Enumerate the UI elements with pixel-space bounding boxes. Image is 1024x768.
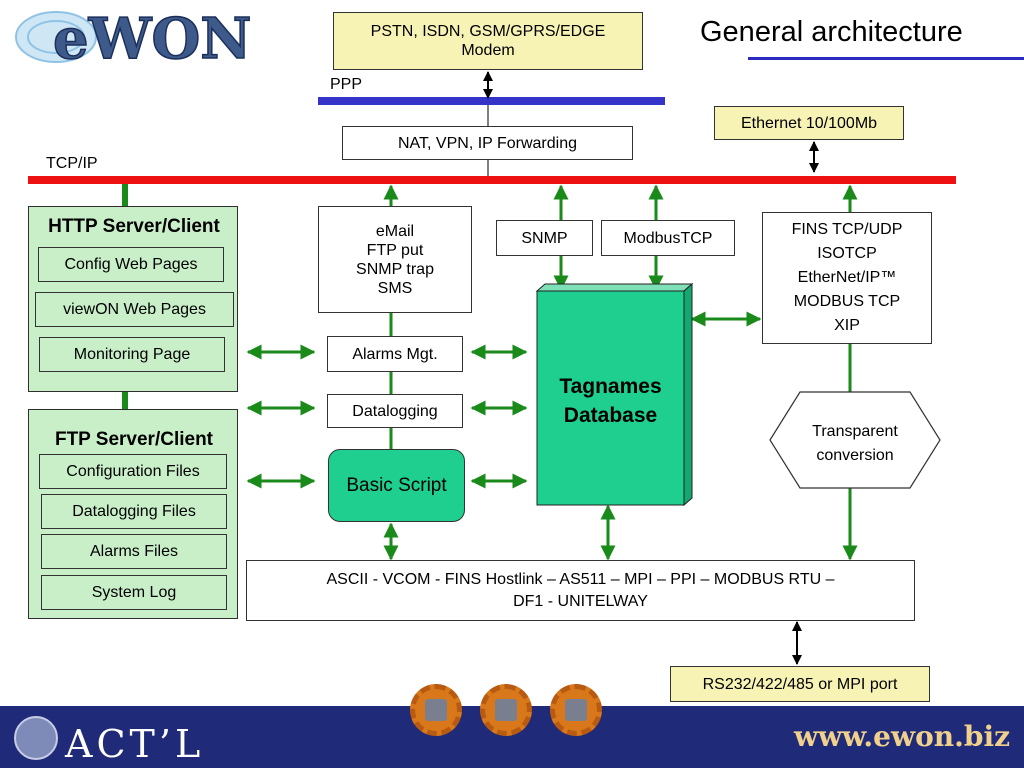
http-ftp-link [122,391,128,409]
modem-line-2: Modem [461,42,515,59]
connections-layer [28,71,956,665]
http-panel-title: HTTP Server/Client [48,216,220,237]
logo-text: eWON [53,6,252,68]
tcpip-label: TCP/IP [46,155,98,172]
datalogging-files: Datalogging Files [41,494,227,529]
gear-icon [410,684,462,736]
transparent-line-2: conversion [816,447,894,464]
http-server-panel: HTTP Server/Client Config Web Pages view… [28,206,238,392]
gear-icon [480,684,532,736]
title-underline [748,57,1024,60]
page-title: General architecture [700,16,963,48]
ftp-server-panel: FTP Server/Client Configuration Files Da… [28,409,238,619]
tagnames-line-2: Database [563,404,658,427]
transparent-conversion-label: Transparent conversion [790,420,920,468]
ewon-logo: eWON [8,5,308,73]
fins-line-2: ISOTCP [817,245,877,262]
sms-line: SMS [377,279,413,297]
email-line: eMail [375,222,415,240]
ewon-logo-graphic: eWON [15,5,252,73]
http-tcpip-link [122,184,128,206]
ftp-panel-title: FTP Server/Client [54,429,214,450]
gear-icon [550,684,602,736]
datalogging-box: Datalogging [327,394,463,428]
svg-text:eWON: eWON [53,6,252,68]
ppp-label: PPP [330,76,363,93]
ethernet-box: Ethernet 10/100Mb [714,106,904,140]
website-url[interactable]: www.ewon.biz [793,720,1010,753]
fins-line-1: FINS TCP/UDP [791,221,903,238]
basic-script-box: Basic Script [328,449,465,522]
fins-protocols-box: FINS TCP/UDP ISOTCP EtherNet/IP™ MODBUS … [762,212,932,344]
fins-line-5: XIP [834,317,860,334]
transparent-conversion-shape [769,391,941,489]
serial-protocols-box: ASCII - VCOM - FINS Hostlink – AS511 – M… [246,560,915,621]
modem-line-1: PSTN, ISDN, GSM/GPRS/EDGE [370,23,606,40]
alarms-files: Alarms Files [41,534,227,569]
actl-logo-text: ACT’L [65,722,205,766]
tcpip-bus [28,176,956,184]
system-log: System Log [41,575,227,610]
snmp-trap-line: SNMP trap [356,260,434,278]
transparent-line-1: Transparent [812,423,898,440]
ppp-bus [318,97,665,105]
modbustcp-box: ModbusTCP [601,220,735,256]
nat-vpn-box: NAT, VPN, IP Forwarding [342,126,633,160]
alarms-mgt-box: Alarms Mgt. [327,336,463,372]
monitoring-page: Monitoring Page [39,337,225,372]
modem-box: PSTN, ISDN, GSM/GPRS/EDGE Modem [333,12,643,70]
serial-line-2: DF1 - UNITELWAY [513,592,648,610]
tagnames-line-1: Tagnames [559,375,662,398]
config-web-pages: Config Web Pages [38,247,224,282]
configuration-files: Configuration Files [39,454,227,489]
tagnames-database-shape [535,282,694,507]
tagnames-database-label: Tagnames Database [537,372,684,430]
snmp-box: SNMP [496,220,593,256]
email-ftp-snmp-sms-box: eMail FTP put SNMP trap SMS [318,206,472,313]
fins-line-4: MODBUS TCP [793,293,901,310]
ftp-put-line: FTP put [366,241,424,259]
rs-port-box: RS232/422/485 or MPI port [670,666,930,702]
serial-line-1: ASCII - VCOM - FINS Hostlink – AS511 – M… [326,570,835,588]
fins-line-3: EtherNet/IP™ [797,269,897,286]
viewon-web-pages: viewON Web Pages [35,292,234,327]
actl-logo-mark [14,716,58,760]
